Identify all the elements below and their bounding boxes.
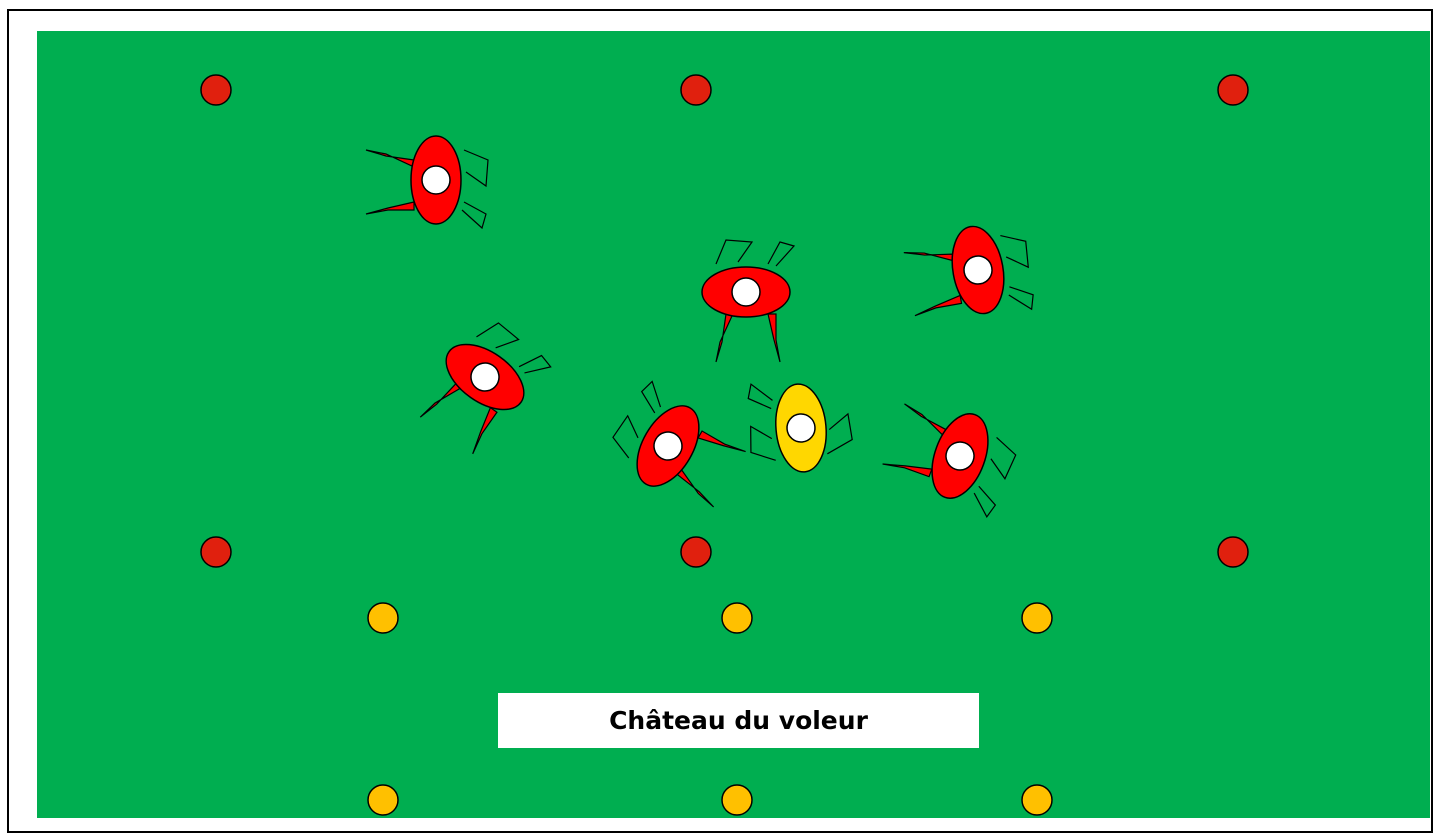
player-head	[732, 278, 760, 306]
red-cone	[201, 537, 231, 567]
yellow-cone	[1022, 785, 1052, 815]
red-cone	[1218, 537, 1248, 567]
yellow-cone	[722, 785, 752, 815]
red-cone	[1218, 75, 1248, 105]
red-cone	[681, 537, 711, 567]
red-cone	[201, 75, 231, 105]
yellow-cone	[722, 603, 752, 633]
player-head	[422, 166, 450, 194]
zone-label: Château du voleur	[498, 693, 979, 748]
yellow-cone	[1022, 603, 1052, 633]
red-cone	[681, 75, 711, 105]
yellow-cone	[368, 785, 398, 815]
yellow-cone	[368, 603, 398, 633]
